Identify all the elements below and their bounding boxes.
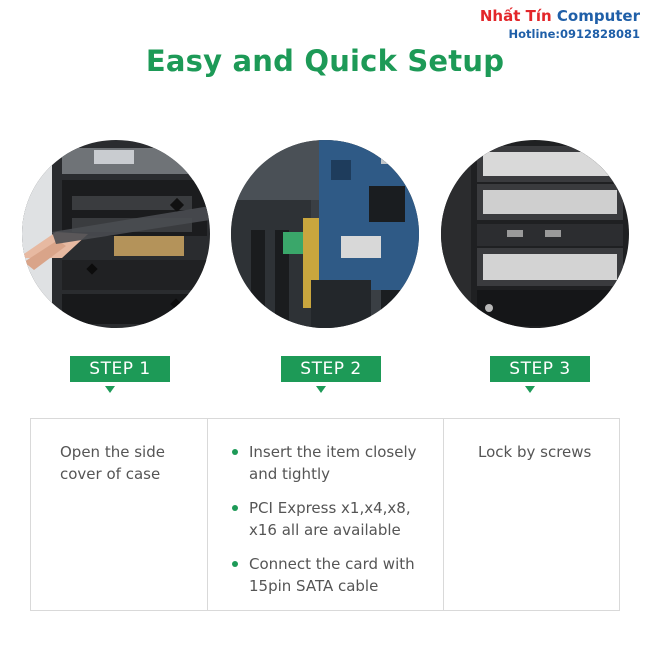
list-item: Connect the card with 15pin SATA cable bbox=[232, 553, 432, 597]
step2-photo bbox=[231, 140, 419, 328]
bullet-dot-icon bbox=[232, 505, 238, 511]
step2-description: Insert the item closely and tightly PCI … bbox=[207, 418, 444, 611]
step2-bullet-list: Insert the item closely and tightly PCI … bbox=[232, 441, 432, 609]
step3-arrow-icon bbox=[525, 386, 535, 393]
list-item-text: Insert the item closely and tightly bbox=[249, 443, 417, 483]
list-item-text: PCI Express x1,x4,x8, x16 all are availa… bbox=[249, 499, 411, 539]
step3-badge: STEP 3 bbox=[490, 356, 590, 382]
step1-description: Open the side cover of case bbox=[30, 418, 208, 611]
bullet-dot-icon bbox=[232, 561, 238, 567]
step2-arrow-icon bbox=[316, 386, 326, 393]
brand-name-part2: Computer bbox=[556, 7, 640, 25]
step3-description: Lock by screws bbox=[443, 418, 620, 611]
bullet-dot-icon bbox=[232, 449, 238, 455]
hotline: Hotline:0912828081 bbox=[508, 27, 640, 41]
step2-badge: STEP 2 bbox=[281, 356, 381, 382]
step1-arrow-icon bbox=[105, 386, 115, 393]
page-title: Easy and Quick Setup bbox=[145, 44, 505, 78]
step3-text: Lock by screws bbox=[478, 443, 592, 461]
step1-photo bbox=[22, 140, 210, 328]
list-item: Insert the item closely and tightly bbox=[232, 441, 432, 485]
brand-name: Nhất Tín Computer bbox=[480, 6, 640, 26]
list-item: PCI Express x1,x4,x8, x16 all are availa… bbox=[232, 497, 432, 541]
brand-name-part1: Nhất Tín bbox=[479, 7, 552, 25]
step1-badge: STEP 1 bbox=[70, 356, 170, 382]
step1-text: Open the side cover of case bbox=[60, 443, 165, 483]
step3-photo bbox=[441, 140, 629, 328]
brand-header: Nhất Tín Computer Hotline:0912828081 bbox=[480, 6, 640, 42]
list-item-text: Connect the card with 15pin SATA cable bbox=[249, 555, 415, 595]
